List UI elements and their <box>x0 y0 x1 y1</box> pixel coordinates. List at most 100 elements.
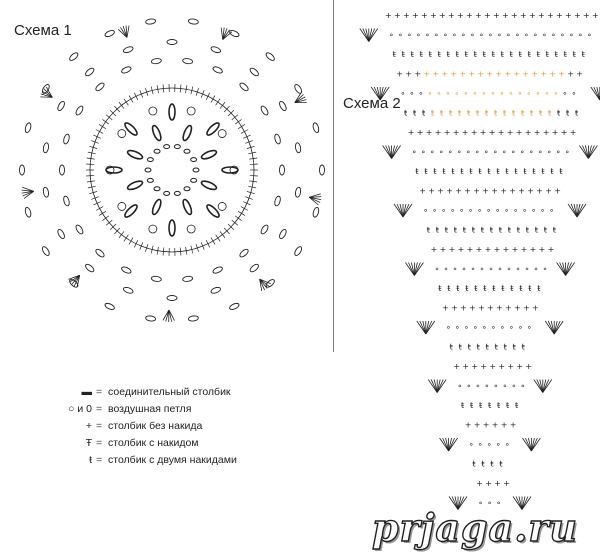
single-crochet <box>215 98 221 106</box>
crochet-stitch: + <box>540 70 547 79</box>
fan-stitch <box>448 437 458 452</box>
crochet-stitch: ∘ <box>527 323 532 332</box>
chain-loop <box>145 18 157 25</box>
chain-stitch <box>217 129 227 138</box>
watermark-logo: prjaga.ru <box>371 504 579 550</box>
crochet-stitch: + <box>502 11 509 20</box>
chain-loop <box>57 229 65 239</box>
crochet-stitch: ∘ <box>482 323 487 332</box>
crochet-stitch: ŧ <box>496 167 499 176</box>
crochet-stitch: ∘ <box>520 148 525 157</box>
crochet-stitch: ŧ <box>535 226 538 235</box>
crochet-stitch: ∘ <box>547 148 552 157</box>
single-crochet <box>227 223 235 230</box>
chain-loop <box>294 246 303 256</box>
crochet-stitch: ŧ <box>557 109 560 118</box>
divider-line <box>333 0 334 352</box>
crochet-stitch: ∘ <box>565 148 570 157</box>
crochet-stitch: ŧ <box>481 460 484 469</box>
chain-loop <box>75 105 84 116</box>
crochet-stitch: + <box>468 70 475 79</box>
fan-stitch <box>120 27 128 38</box>
crochet-stitch: + <box>539 245 546 254</box>
crochet-stitch: + <box>426 128 433 137</box>
crochet-stitch: + <box>548 245 555 254</box>
single-crochet <box>246 191 255 195</box>
crochet-stitch: ŧ <box>472 460 475 469</box>
crochet-stitch: ∘ <box>538 148 543 157</box>
fan-stitch <box>71 275 81 285</box>
fan-stitch <box>515 496 523 510</box>
crochet-stitch: ∘ <box>497 265 502 274</box>
crochet-stitch: ∘ <box>477 206 482 215</box>
crochet-stitch: ∘ <box>400 89 405 98</box>
crochet-stitch: ŧ <box>413 109 416 118</box>
crochet-stitch: ∘ <box>495 206 500 215</box>
fan-stitch <box>222 31 233 40</box>
crochet-stitch: + <box>458 245 465 254</box>
crochet-stitch: ŧ <box>499 226 502 235</box>
fan-stitch <box>385 145 392 159</box>
fan-stitch <box>365 28 370 42</box>
legend-item-double-crochet: Ŧ=столбик с накидом <box>58 435 237 452</box>
fan-stitch <box>521 496 526 510</box>
crochet-stitch: ∘ <box>398 31 403 40</box>
crochet-stitch: ∘ <box>496 499 501 508</box>
crochet-stitch: ŧ <box>508 226 511 235</box>
fan-stitch <box>425 320 430 335</box>
crochet-stitch: + <box>513 70 520 79</box>
fan-stitch <box>457 496 465 510</box>
fan-stitch <box>68 274 80 280</box>
crochet-stitch: ∘ <box>544 89 549 98</box>
legend-item-chain: ○ и 0=воздушная петля <box>58 401 237 418</box>
crochet-stitch: ∘ <box>425 31 430 40</box>
single-crochet-icon: + <box>85 420 92 432</box>
fan-stitch <box>309 196 322 201</box>
single-crochet <box>162 84 165 93</box>
fan-stitch <box>362 28 370 42</box>
fan-stitch <box>22 186 34 192</box>
crochet-stitch: ŧ <box>517 226 520 235</box>
equals: = <box>96 454 103 466</box>
petal-stitch <box>206 122 220 136</box>
fan-stitch <box>525 437 532 452</box>
crochet-stitch: ∘ <box>445 89 450 98</box>
single-crochet <box>249 157 258 160</box>
crochet-stitch: ∘ <box>487 499 492 508</box>
chain-loop <box>265 279 275 288</box>
crochet-stitch: ∘ <box>542 265 547 274</box>
chain-loop <box>319 164 325 176</box>
fan-stitch <box>536 379 544 393</box>
crochet-stitch: ∘ <box>553 89 558 98</box>
crochet-stitch: ŧ <box>510 284 513 293</box>
chain-stitch <box>148 224 158 234</box>
crochet-stitch: ∘ <box>430 148 435 157</box>
fan-stitch <box>402 203 407 218</box>
petal-stitch <box>200 149 218 160</box>
crochet-stitch: ŧ <box>501 284 504 293</box>
single-crochet <box>139 90 144 98</box>
crochet-stitch: ŧ <box>523 167 526 176</box>
crochet-stitch: + <box>484 11 491 20</box>
chain-stitch <box>229 165 239 175</box>
single-crochet <box>118 102 125 109</box>
chain-loop <box>249 67 259 77</box>
petal-stitch <box>126 180 144 191</box>
fan-stitch <box>539 379 544 393</box>
single-crochet <box>223 105 230 113</box>
fan-stitch <box>21 190 34 194</box>
crochet-stitch: ∘ <box>488 265 493 274</box>
crochet-stitch: + <box>483 421 490 430</box>
single-crochet <box>231 114 239 121</box>
crochet-stitch: + <box>529 11 536 20</box>
crochet-stitch: + <box>466 11 473 20</box>
scheme-2-title: Схема 2 <box>343 95 401 112</box>
crochet-stitch: ∘ <box>409 89 414 98</box>
crochet-stitch: ŧ <box>411 50 414 59</box>
crochet-stitch: ŧ <box>450 343 453 352</box>
crochet-stitch: ∘ <box>481 89 486 98</box>
crochet-stitch: + <box>505 304 512 313</box>
crochet-stitch: ŧ <box>566 109 569 118</box>
single-crochet <box>249 163 258 165</box>
